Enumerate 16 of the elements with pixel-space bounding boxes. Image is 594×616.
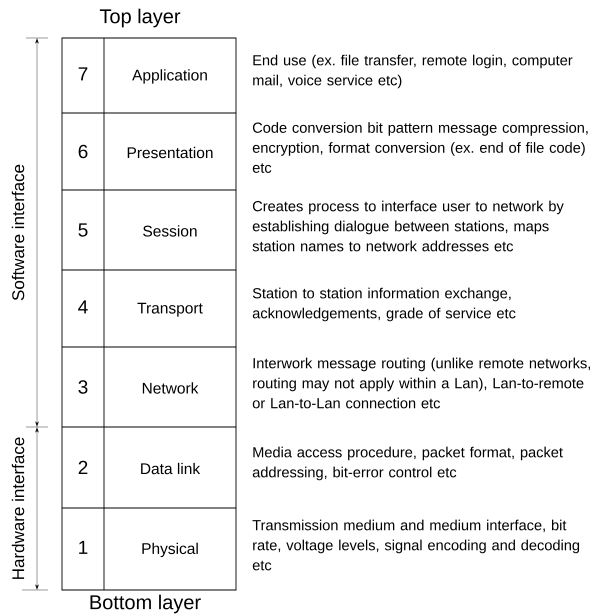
- layer-description: End use (ex. file transfer, remote login, computer mail, voice service etc): [253, 54, 572, 88]
- layer-row: 2 Data link: [62, 426, 236, 508]
- layer-row: 4 Transport: [62, 270, 236, 348]
- layer-row: 3 Network: [62, 346, 236, 428]
- layer-row: 6 Presentation: [62, 112, 236, 190]
- layer-row: 1 Physical: [62, 508, 236, 590]
- layer-description: Station to station information exchange, acknowledgements, grade of service etc: [252, 288, 516, 322]
- layer-row: 5 Session: [62, 190, 236, 270]
- layer-description: Transmission medium and medium interface, bit rate, voltage levels, signal encoding and decoding etc: [252, 520, 580, 570]
- layer-description: Code conversion bit pattern message compression, encryption, format conversion (ex. end of file code) etc: [252, 122, 588, 173]
- interface-label: Hardware interface: [12, 437, 24, 579]
- layer-description: Interwork message routing (unlike remote networks, routing may not apply within a Lan), Lan-to-remote or Lan-to-Lan connection etc: [252, 358, 590, 408]
- layer-row: 7 Application: [62, 38, 236, 114]
- layer-description: Creates process to interface user to network by establishing dialogue between stations, maps station names to network addresses etc: [252, 200, 564, 252]
- layer-description: Media access procedure, packet format, packet addressing, bit-error control etc: [252, 446, 563, 480]
- interface-label: Software interface: [12, 164, 24, 300]
